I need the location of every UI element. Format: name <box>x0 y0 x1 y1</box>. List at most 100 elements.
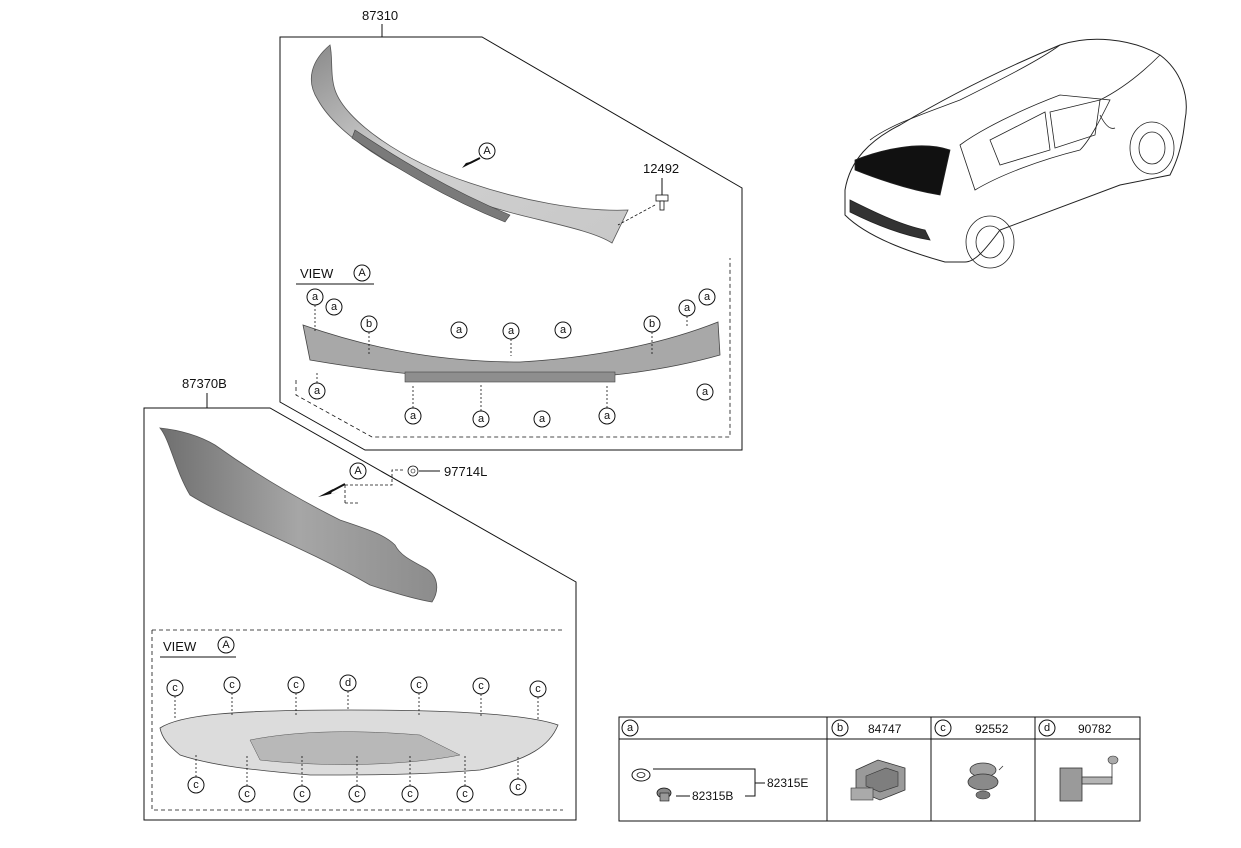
upper-callout-label-13: a <box>604 410 611 422</box>
lower-callout-3 <box>339 674 357 692</box>
legend-table: a b 84747 c 92552 d 90782 82315B 82315E <box>618 716 1141 822</box>
upper-callout-label-7: a <box>684 302 691 314</box>
legend-key-b-text: b <box>837 722 843 734</box>
view-a-marker-text: A <box>483 145 491 157</box>
lower-callout-13 <box>509 778 527 796</box>
lower-callout-label-13: c <box>515 781 521 793</box>
vehicle-illustration <box>844 38 1187 269</box>
upper-callout-11 <box>472 410 490 428</box>
part-number-97714L: 97714L <box>444 464 487 479</box>
upper-callout-3 <box>450 321 468 339</box>
part-number-12492: 12492 <box>643 161 679 176</box>
lower-callout-9 <box>293 785 311 803</box>
upper-callout-label-11: a <box>478 413 485 425</box>
upper-callout-label-2: b <box>366 318 372 330</box>
lower-callout-label-11: c <box>407 788 413 800</box>
view-a-title-marker-text-lower: A <box>222 639 230 651</box>
grommet-92552-icon <box>967 762 1004 800</box>
view-a-title-marker-lower <box>217 636 235 654</box>
legend-key-a-text: a <box>627 722 634 734</box>
lower-callout-label-6: c <box>535 683 541 695</box>
upper-spoiler-strip <box>351 129 511 223</box>
lower-callout-label-1: c <box>229 679 235 691</box>
lower-callout-label-10: c <box>354 788 360 800</box>
nut-icon <box>407 465 419 477</box>
lower-callout-7 <box>187 776 205 794</box>
upper-underside-rail <box>404 371 616 383</box>
lower-callout-4 <box>410 676 428 694</box>
lower-callout-label-3: d <box>345 677 351 689</box>
lower-callout-label-4: c <box>416 679 422 691</box>
upper-callout-label-8: a <box>704 291 711 303</box>
upper-callout-7 <box>678 299 696 317</box>
upper-callout-label-4: a <box>508 325 515 337</box>
bolt-icon <box>655 194 669 211</box>
lower-callout-6 <box>529 680 547 698</box>
legend-part-84747: 84747 <box>868 722 902 736</box>
lower-callout-11 <box>401 785 419 803</box>
upper-callout-1 <box>325 298 343 316</box>
upper-callout-label-9: a <box>314 385 321 397</box>
lower-callout-12 <box>456 785 474 803</box>
stud-90782-icon <box>1059 755 1119 802</box>
upper-callout-0 <box>306 288 324 306</box>
upper-callout-label-3: a <box>456 324 463 336</box>
screw-icon <box>656 787 672 802</box>
upper-callout-label-1: a <box>331 301 338 313</box>
lower-panel-outline <box>143 407 577 821</box>
upper-callout-13 <box>598 407 616 425</box>
lower-callout-label-7: c <box>193 779 199 791</box>
upper-panel-outline <box>279 36 743 451</box>
lower-callout-label-12: c <box>462 788 468 800</box>
lower-view-dashed-frame <box>151 630 563 811</box>
legend-key-a <box>621 719 639 737</box>
upper-callout-6 <box>643 315 661 333</box>
upper-callout-9 <box>308 382 326 400</box>
legend-key-c-text: c <box>940 722 946 734</box>
upper-callout-10 <box>404 407 422 425</box>
lower-callout-8 <box>238 785 256 803</box>
upper-callout-4 <box>502 322 520 340</box>
upper-callout-2 <box>360 315 378 333</box>
legend-part-90782: 90782 <box>1078 722 1112 736</box>
part-number-87370B: 87370B <box>182 376 227 391</box>
upper-callout-label-6: b <box>649 318 655 330</box>
upper-callout-label-10: a <box>410 410 417 422</box>
legend-part-82315E: 82315E <box>767 776 808 790</box>
legend-part-92552: 92552 <box>975 722 1009 736</box>
lower-callout-label-0: c <box>172 682 178 694</box>
view-a-title-marker-upper <box>353 264 371 282</box>
lower-view-a-marker <box>349 462 367 480</box>
upper-spoiler-part <box>310 44 629 244</box>
upper-callout-label-5: a <box>560 324 567 336</box>
legend-key-c <box>934 719 952 737</box>
lower-callout-label-8: c <box>244 788 250 800</box>
upper-callout-5 <box>554 321 572 339</box>
legend-key-b <box>831 719 849 737</box>
washer-icon <box>631 768 651 782</box>
lower-callout-label-9: c <box>299 788 305 800</box>
upper-callout-8 <box>698 288 716 306</box>
view-a-title-upper: VIEW <box>300 266 334 281</box>
legend-key-d <box>1038 719 1056 737</box>
lower-callout-label-5: c <box>478 680 484 692</box>
upper-view-dashed-frame <box>295 258 731 438</box>
upper-callout-label-12: a <box>539 413 546 425</box>
lower-view-a-marker-text: A <box>354 465 362 477</box>
lower-spoiler-part <box>159 427 438 603</box>
lower-callout-10 <box>348 785 366 803</box>
upper-callout-12 <box>533 410 551 428</box>
lower-callout-5 <box>472 677 490 695</box>
upper-callout-label-14: a <box>702 386 709 398</box>
upper-callout-label-0: a <box>312 291 319 303</box>
view-a-title-lower: VIEW <box>163 639 197 654</box>
legend-part-82315B: 82315B <box>692 789 733 803</box>
view-a-marker <box>478 142 496 160</box>
lower-callout-2 <box>287 676 305 694</box>
part-number-87310: 87310 <box>362 8 398 23</box>
upper-callout-14 <box>696 383 714 401</box>
lower-callout-0 <box>166 679 184 697</box>
